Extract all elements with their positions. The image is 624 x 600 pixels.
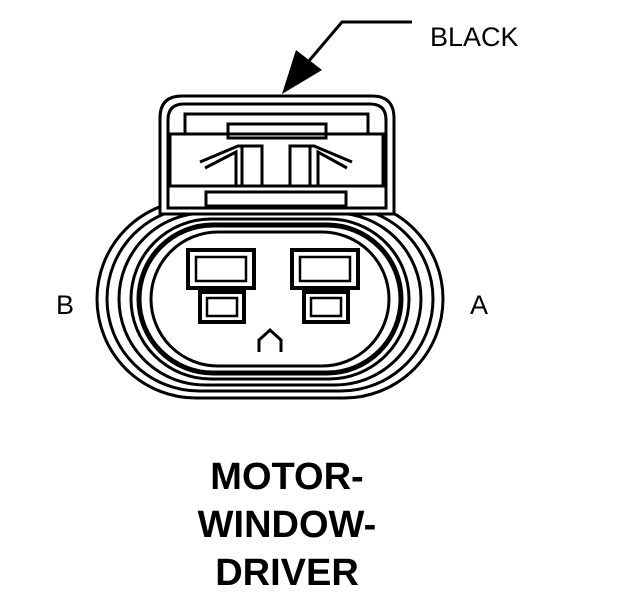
polarization-key [257,327,283,352]
terminal-cavities [186,248,360,352]
cavity-b [186,248,256,324]
pin-a-label: A [470,290,488,320]
locking-tab [158,94,396,216]
connector-housing [95,198,445,400]
cavity-a [290,248,360,324]
color-callout-leader [282,20,412,94]
pin-b-label: B [56,290,74,320]
title-line-2: WINDOW- [198,504,377,546]
title-line-1: MOTOR- [210,456,363,498]
title-line-3: DRIVER [215,552,359,594]
wire-color-label: BLACK [430,22,519,52]
